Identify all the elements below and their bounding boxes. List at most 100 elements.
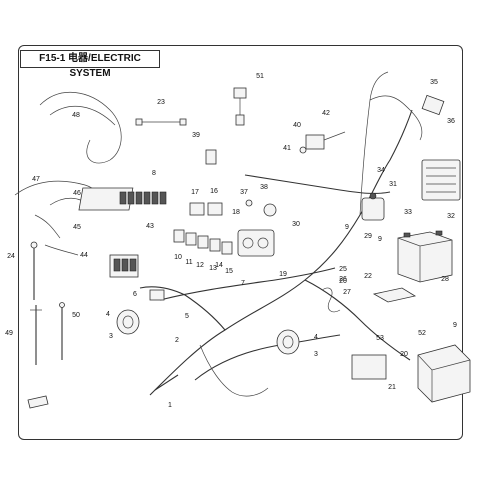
- main-harness-trunk: [149, 109, 413, 396]
- callout-c37: 37: [240, 189, 248, 196]
- harness-loop-top-right: [369, 95, 423, 141]
- callout-c35: 35: [430, 79, 438, 86]
- module-16: [207, 202, 223, 216]
- horn-left-center: [122, 315, 134, 329]
- connector-23a: [135, 118, 143, 126]
- callout-c50: 50: [72, 312, 80, 319]
- horn-left: [116, 309, 140, 335]
- harness-branch-top: [359, 71, 389, 216]
- callout-c9a: 9: [345, 224, 349, 231]
- callout-c34: 34: [377, 167, 385, 174]
- callout-c47: 47: [32, 176, 40, 183]
- callout-c19: 19: [279, 271, 287, 278]
- callout-c13: 13: [209, 265, 217, 272]
- callout-c33: 33: [404, 209, 412, 216]
- callout-c45: 45: [73, 224, 81, 231]
- callout-c12: 12: [196, 262, 204, 269]
- callout-c5: 5: [185, 313, 189, 320]
- callout-c7: 7: [241, 280, 245, 287]
- clip-41: [299, 146, 307, 154]
- callout-c23: 23: [157, 99, 165, 106]
- callout-c49: 49: [5, 330, 13, 337]
- callout-c4b: 4: [314, 334, 318, 341]
- callout-c15: 15: [225, 268, 233, 275]
- connector-23b: [179, 118, 187, 126]
- callout-c9c: 9: [453, 322, 457, 329]
- callout-c3a: 3: [109, 333, 113, 340]
- callout-c2: 2: [175, 337, 179, 344]
- callout-c46: 46: [73, 190, 81, 197]
- regulator-35: [421, 94, 445, 116]
- callout-c22: 22: [364, 273, 372, 280]
- wire-loop-48: [39, 92, 122, 164]
- callout-c14: 14: [215, 262, 223, 269]
- o2-sensor-1: [154, 374, 179, 391]
- callout-c26: 26: [339, 276, 347, 283]
- callout-c4a: 4: [106, 311, 110, 318]
- callout-c51: 51: [256, 73, 264, 80]
- callout-c18: 18: [232, 209, 240, 216]
- switch-6: [149, 289, 165, 301]
- harness-branch-middle: [159, 267, 336, 301]
- callout-c20a: 20: [339, 278, 347, 285]
- horn-right: [276, 329, 300, 355]
- lead-45: [34, 214, 61, 239]
- clip-37: [245, 199, 253, 207]
- callout-c16: 16: [210, 188, 218, 195]
- callout-c9b: 9: [378, 236, 382, 243]
- harness-branch-right: [304, 279, 411, 361]
- horn-right-center: [282, 335, 294, 349]
- relay-block: [109, 254, 139, 278]
- callout-c42: 42: [322, 110, 330, 117]
- callout-c31: 31: [389, 181, 397, 188]
- module-20: [351, 354, 387, 380]
- callout-c41: 41: [283, 145, 291, 152]
- callout-c17: 17: [191, 189, 199, 196]
- lead-42: [323, 131, 346, 141]
- callout-c1: 1: [168, 402, 172, 409]
- callout-c36: 36: [447, 118, 455, 125]
- callout-c52: 52: [418, 330, 426, 337]
- cable-tie-24-head: [30, 241, 38, 249]
- callout-c29: 29: [364, 233, 372, 240]
- harness-branch-lower: [194, 334, 341, 381]
- cable-tie-50-head: [59, 302, 65, 308]
- diagram-title: F15-1 电器/ELECTRIC SYSTEM: [20, 50, 160, 79]
- callout-c44: 44: [80, 252, 88, 259]
- callout-c32: 32: [447, 213, 455, 220]
- callout-c38: 38: [260, 184, 268, 191]
- callout-c6: 6: [133, 291, 137, 298]
- coil-25: [321, 287, 341, 313]
- callout-c8: 8: [152, 170, 156, 177]
- callout-c30: 30: [292, 221, 300, 228]
- starter-relay-29: [361, 192, 385, 221]
- callout-c48: 48: [72, 112, 80, 119]
- relay-row-10-15: [173, 229, 233, 255]
- callout-c21: 21: [388, 384, 396, 391]
- bracket-22: [372, 287, 417, 303]
- callout-c39: 39: [192, 132, 200, 139]
- fuse-block-8: [78, 187, 167, 211]
- lead-44: [44, 244, 79, 256]
- callout-c53: 53: [376, 335, 384, 342]
- callout-c20b: 20: [400, 351, 408, 358]
- switch-panel-18: [237, 229, 275, 257]
- callout-c27: 27: [343, 289, 351, 296]
- callout-c10: 10: [174, 254, 182, 261]
- callout-c43: 43: [146, 223, 154, 230]
- diagram-frame: [18, 45, 463, 440]
- callout-c24: 24: [7, 253, 15, 260]
- sensor-39: [205, 149, 217, 165]
- book-icon: [27, 395, 49, 409]
- callout-c28: 28: [441, 276, 449, 283]
- connector-51: [233, 87, 247, 126]
- callout-c25: 25: [339, 266, 347, 273]
- sensor-38: [263, 203, 277, 217]
- rectifier-32: [421, 159, 461, 201]
- callout-c40: 40: [293, 122, 301, 129]
- ecu-52: [417, 344, 471, 403]
- callout-c11: 11: [185, 259, 192, 266]
